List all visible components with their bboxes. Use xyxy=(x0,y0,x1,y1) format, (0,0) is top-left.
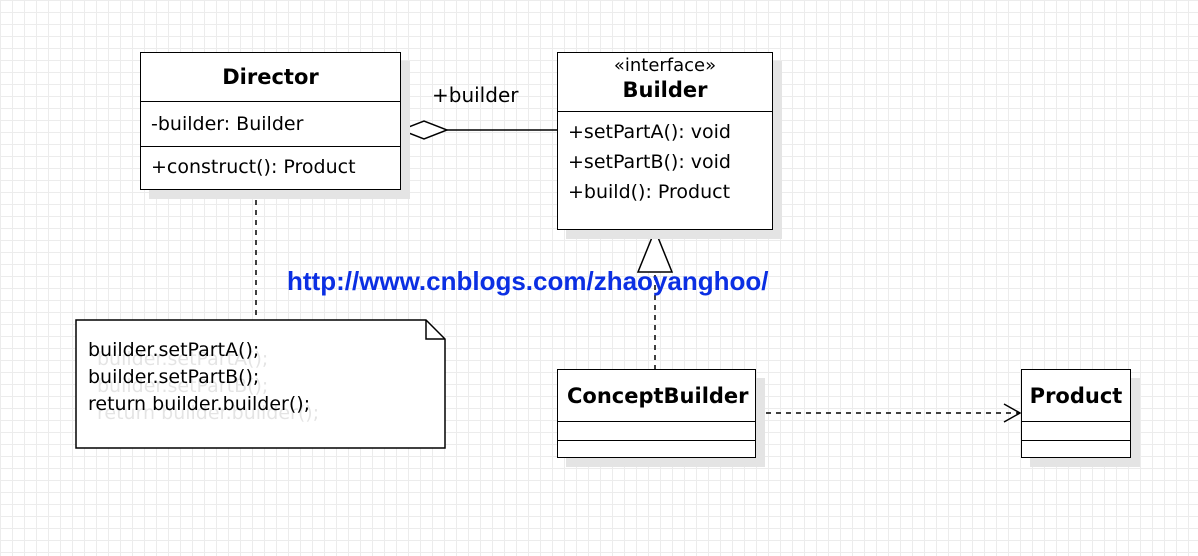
builder-operation: +build(): Product xyxy=(568,181,731,203)
concept-builder-operations xyxy=(558,440,755,441)
director-class-name: Director xyxy=(222,65,319,89)
note-text: builder.setPartA(); builder.setPartB(); … xyxy=(88,337,310,418)
builder-operation: +setPartB(): void xyxy=(568,151,731,173)
product-class-name: Product xyxy=(1029,384,1123,408)
note-shape xyxy=(75,319,446,449)
director-operations: +construct(): Product xyxy=(141,146,400,188)
director-attributes: -builder: Builder xyxy=(141,101,400,146)
product-operations xyxy=(1022,440,1130,441)
director-attribute: -builder: Builder xyxy=(151,113,304,135)
realization-arrowhead xyxy=(636,228,674,273)
concept-builder-class-name: ConceptBuilder xyxy=(567,384,749,408)
director-class[interactable]: Director -builder: Builder +construct():… xyxy=(140,52,401,190)
builder-class-name: Builder xyxy=(622,78,708,102)
product-class[interactable]: Product xyxy=(1021,369,1131,458)
aggregation-diamond xyxy=(398,120,450,140)
product-attributes xyxy=(1022,421,1130,440)
watermark-url: http://www.cnblogs.com/zhaoyanghoo/ xyxy=(287,266,769,296)
note-line: builder.setPartB(); xyxy=(88,366,260,388)
builder-operation: +setPartA(): void xyxy=(568,121,731,143)
builder-stereotype: «interface» xyxy=(613,55,717,76)
builder-operations: +setPartA(): void +setPartB(): void +bui… xyxy=(558,111,772,207)
construct-note[interactable]: builder.setPartA(); builder.setPartB(); … xyxy=(76,320,445,448)
note-line: return builder.builder(); xyxy=(88,393,311,415)
director-operation: +construct(): Product xyxy=(151,156,356,178)
concept-builder-class[interactable]: ConceptBuilder xyxy=(557,369,756,458)
concept-builder-attributes xyxy=(558,421,755,440)
dependency-arrowhead xyxy=(1003,403,1022,423)
note-line: builder.setPartA(); xyxy=(88,339,260,361)
association-role-label: +builder xyxy=(432,83,519,107)
builder-interface[interactable]: «interface» Builder +setPartA(): void +s… xyxy=(557,52,773,230)
